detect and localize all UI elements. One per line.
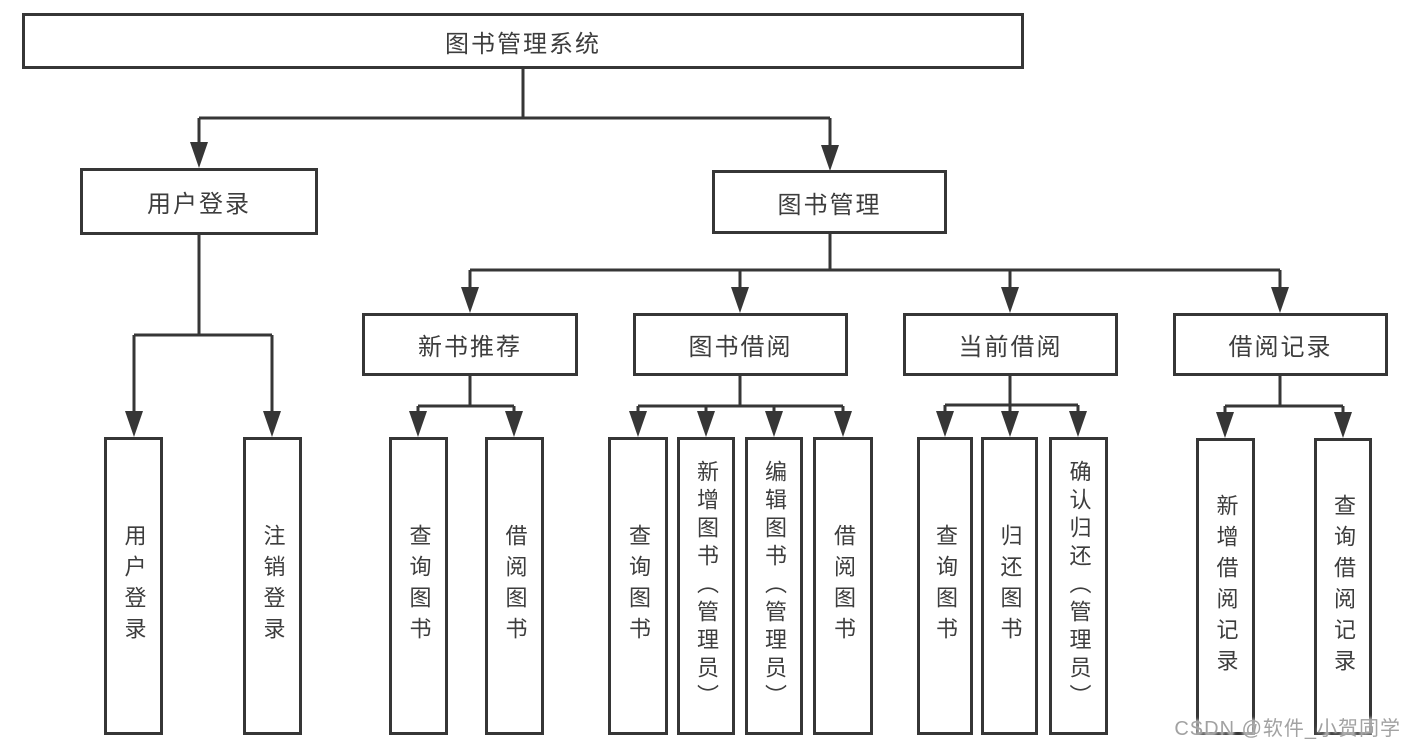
arrow-icon — [1216, 412, 1234, 438]
leaf-current-return-books: 归还图书 — [981, 437, 1038, 735]
leaf-logout: 注销登录 — [243, 437, 302, 735]
arrow-icon — [1271, 287, 1289, 313]
arrow-icon — [190, 142, 208, 168]
leaf-borrow-borrow-books: 借阅图书 — [813, 437, 873, 735]
watermark-text: CSDN @软件_小贺同学 — [1174, 718, 1401, 740]
arrowheads — [125, 142, 1352, 438]
connector-paths — [132, 69, 1345, 416]
arrow-icon — [1001, 411, 1019, 437]
node-current-borrowing: 当前借阅 — [903, 313, 1118, 376]
node-book-borrowing: 图书借阅 — [633, 313, 848, 376]
arrow-icon — [629, 411, 647, 437]
leaf-user-login: 用户登录 — [104, 437, 163, 735]
leaf-recommend-borrow-books: 借阅图书 — [485, 437, 544, 735]
leaf-records-add-record: 新增借阅记录 — [1196, 438, 1255, 735]
arrow-icon — [697, 411, 715, 437]
arrow-icon — [731, 287, 749, 313]
leaf-recommend-query-books: 查询图书 — [389, 437, 448, 735]
leaf-borrow-query-books: 查询图书 — [608, 437, 668, 735]
leaf-current-confirm-return-admin: 确认归还（管理员） — [1049, 437, 1108, 735]
arrow-icon — [125, 411, 143, 437]
arrow-icon — [1334, 412, 1352, 438]
arrow-icon — [821, 145, 839, 171]
node-new-book-recommendation: 新书推荐 — [362, 313, 578, 376]
arrow-icon — [834, 411, 852, 437]
arrow-icon — [1069, 411, 1087, 437]
leaf-records-query-record: 查询借阅记录 — [1314, 438, 1372, 735]
node-borrowing-records: 借阅记录 — [1173, 313, 1388, 376]
leaf-borrow-edit-books-admin: 编辑图书（管理员） — [745, 437, 803, 735]
leaf-current-query-books: 查询图书 — [917, 437, 973, 735]
node-library-system: 图书管理系统 — [22, 13, 1024, 69]
arrow-icon — [409, 411, 427, 437]
arrow-icon — [505, 411, 523, 437]
arrow-icon — [1001, 287, 1019, 313]
node-user-login: 用户登录 — [80, 168, 318, 235]
node-book-management: 图书管理 — [712, 170, 947, 234]
arrow-icon — [936, 411, 954, 437]
arrow-icon — [765, 411, 783, 437]
leaf-borrow-add-books-admin: 新增图书（管理员） — [677, 437, 735, 735]
arrow-icon — [263, 411, 281, 437]
arrow-icon — [461, 287, 479, 313]
